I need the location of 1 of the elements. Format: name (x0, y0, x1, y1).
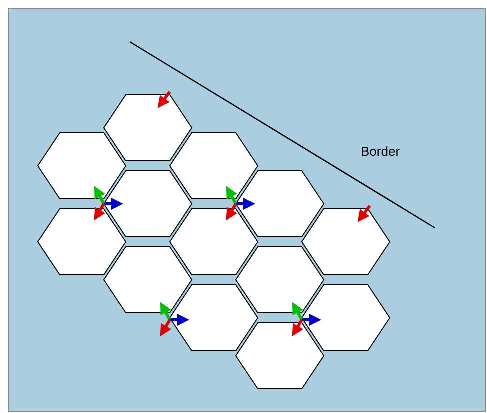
region-label: Border (361, 144, 400, 159)
